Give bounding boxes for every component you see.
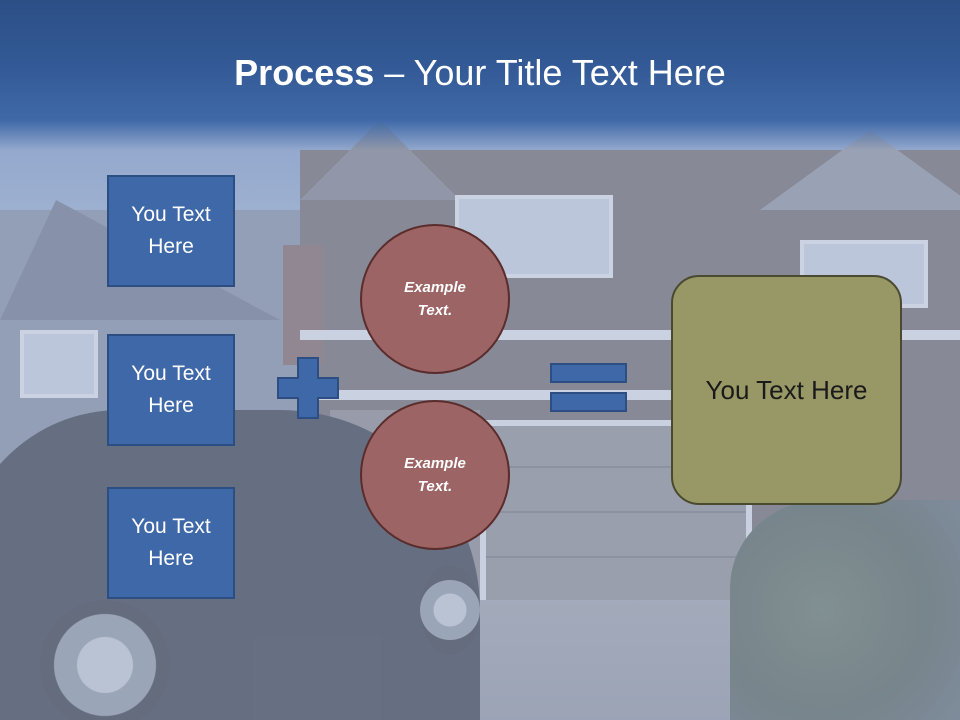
result-text: You Text Here — [705, 374, 868, 405]
circle-line: Text. — [417, 478, 453, 495]
title-rest: – Your Title Text Here — [374, 52, 726, 93]
text-box-line: Here — [148, 394, 194, 417]
circle-line: Example — [404, 279, 466, 296]
text-box-line: Here — [148, 547, 194, 570]
equals-bar-top — [550, 363, 627, 383]
title-bold: Process — [234, 52, 375, 93]
circle-line: Example — [404, 455, 466, 472]
equals-bar-bottom — [550, 392, 627, 412]
slide-title[interactable]: Process – Your Title Text Here — [0, 52, 960, 94]
title-band — [0, 0, 960, 150]
text-box-line: Here — [148, 235, 194, 258]
plus-icon[interactable] — [277, 357, 339, 419]
text-box-line: You Text — [131, 203, 211, 226]
text-box-line: You Text — [131, 362, 211, 385]
circle-line: Text. — [417, 302, 453, 319]
result-box[interactable]: You Text Here — [671, 275, 902, 505]
text-box-line: You Text — [131, 515, 211, 538]
